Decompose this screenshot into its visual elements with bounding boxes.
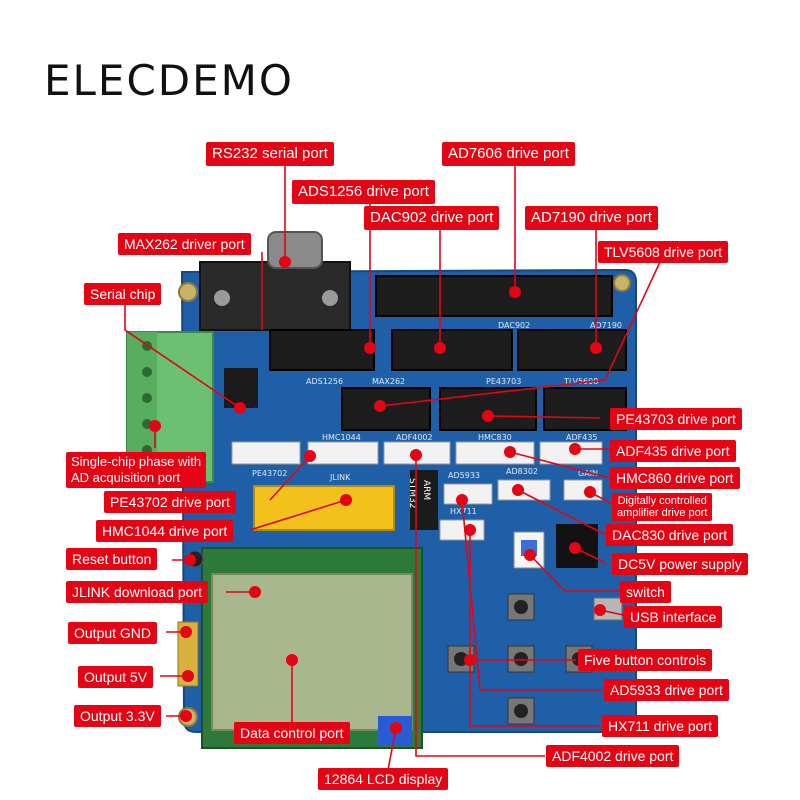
label-usb: USB interface xyxy=(624,606,723,628)
label-ad5933: AD5933 drive port xyxy=(604,679,729,701)
label-ads1256: ADS1256 drive port xyxy=(292,180,435,204)
jlink-header xyxy=(253,485,395,531)
label-ad7606: AD7606 drive port xyxy=(442,142,575,166)
pe43703-header xyxy=(439,387,537,431)
label-hmc1044: HMC1044 drive port xyxy=(96,520,234,542)
label-pe43703: PE43703 drive port xyxy=(610,408,742,430)
leader-lcd xyxy=(387,727,397,771)
silk-pe43702: PE43702 xyxy=(252,469,287,478)
leader-dac830 xyxy=(517,489,607,536)
silk-arm: ARM xyxy=(421,480,431,500)
label-adf4002: ADF4002 drive port xyxy=(546,745,680,767)
mounting-hole xyxy=(178,282,198,302)
leader-pe43703 xyxy=(487,415,601,419)
label-dac830: DAC830 drive port xyxy=(606,524,734,546)
silk-adf4002: ADF4002 xyxy=(396,433,433,442)
label-serial-chip: Serial chip xyxy=(84,283,162,305)
brand-logo: ELECDEMO xyxy=(44,56,294,105)
leader-pe43702 xyxy=(269,455,311,501)
label-dca-line1: Digitally controlled xyxy=(617,495,707,507)
label-pe43702: PE43702 drive port xyxy=(104,491,236,513)
label-hmc860: HMC860 drive port xyxy=(610,467,740,489)
silk-hmc1044: HMC1044 xyxy=(322,433,361,442)
white-connector xyxy=(443,483,493,505)
silk-adf4351: ADF435 xyxy=(566,433,598,442)
label-jlink: JLINK download port xyxy=(66,581,208,603)
label-switch: switch xyxy=(620,581,671,603)
leader-hmc860 xyxy=(509,451,611,479)
leader-adf4002 xyxy=(415,455,545,757)
silk-dac902: DAC902 xyxy=(498,321,530,330)
label-rs232: RS232 serial port xyxy=(206,142,334,166)
leader-serial xyxy=(124,304,241,409)
white-connector xyxy=(455,441,535,465)
label-singlechip-line2: AD acquisition port xyxy=(71,470,181,485)
db9-connector xyxy=(199,231,351,331)
silk-ads1256: ADS1256 xyxy=(306,377,343,386)
leader-hx711 xyxy=(469,530,600,727)
label-data-control: Data control port xyxy=(234,722,350,744)
max262-header xyxy=(341,387,431,431)
label-dac902: DAC902 drive port xyxy=(364,206,500,230)
label-five-button: Five button controls xyxy=(578,649,713,671)
silk-ad8302: AD8302 xyxy=(506,467,538,476)
lcd-module xyxy=(201,547,423,749)
label-out5v: Output 5V xyxy=(78,666,154,688)
leader-switch xyxy=(529,554,620,592)
silk-max262: MAX262 xyxy=(372,377,405,386)
silk-gain: GAIN xyxy=(578,469,598,478)
mounting-hole xyxy=(613,274,631,292)
leader-tlv xyxy=(379,261,661,407)
silk-tlv5608: TLV5608 xyxy=(563,377,598,386)
mcu-chip xyxy=(410,470,438,530)
ads1256-header xyxy=(269,329,375,371)
leader-hmc1044 xyxy=(249,499,347,531)
label-hx711: HX711 drive port xyxy=(602,715,719,737)
silk-hmc830: HMC830 xyxy=(478,433,512,442)
dac902-header xyxy=(391,329,513,371)
label-out-gnd: Output GND xyxy=(68,622,158,644)
label-dca-line2: amplifier drive port xyxy=(617,507,708,519)
label-adf435: ADF435 drive port xyxy=(610,440,736,462)
output-pins xyxy=(177,621,199,687)
label-reset: Reset button xyxy=(66,548,158,570)
silk-ad7190: AD7190 xyxy=(590,321,622,330)
label-tlv5608: TLV5608 drive port xyxy=(598,241,729,263)
silk-jlink: JLINK xyxy=(329,473,351,482)
silk-ad5933: AD5933 xyxy=(448,471,480,480)
ad7190-header xyxy=(517,329,627,371)
label-singlechip-line1: Single-chip phase with xyxy=(71,454,202,469)
label-dca: Digitally controlled amplifier drive por… xyxy=(612,493,713,521)
silk-stm32: STM32 xyxy=(407,478,417,508)
label-out33: Output 3.3V xyxy=(74,705,161,727)
ad7606-header xyxy=(375,275,613,317)
white-connector xyxy=(231,441,301,465)
label-ad7190: AD7190 drive port xyxy=(525,206,658,230)
label-max262: MAX262 driver port xyxy=(118,233,251,255)
label-dc5v: DC5V power supply xyxy=(612,553,748,575)
label-lcd: 12864 LCD display xyxy=(318,768,449,790)
leader-ad5933 xyxy=(461,499,602,691)
label-singlechip: Single-chip phase with AD acquisition po… xyxy=(66,452,207,488)
silk-pe43703: PE43703 xyxy=(486,377,521,386)
